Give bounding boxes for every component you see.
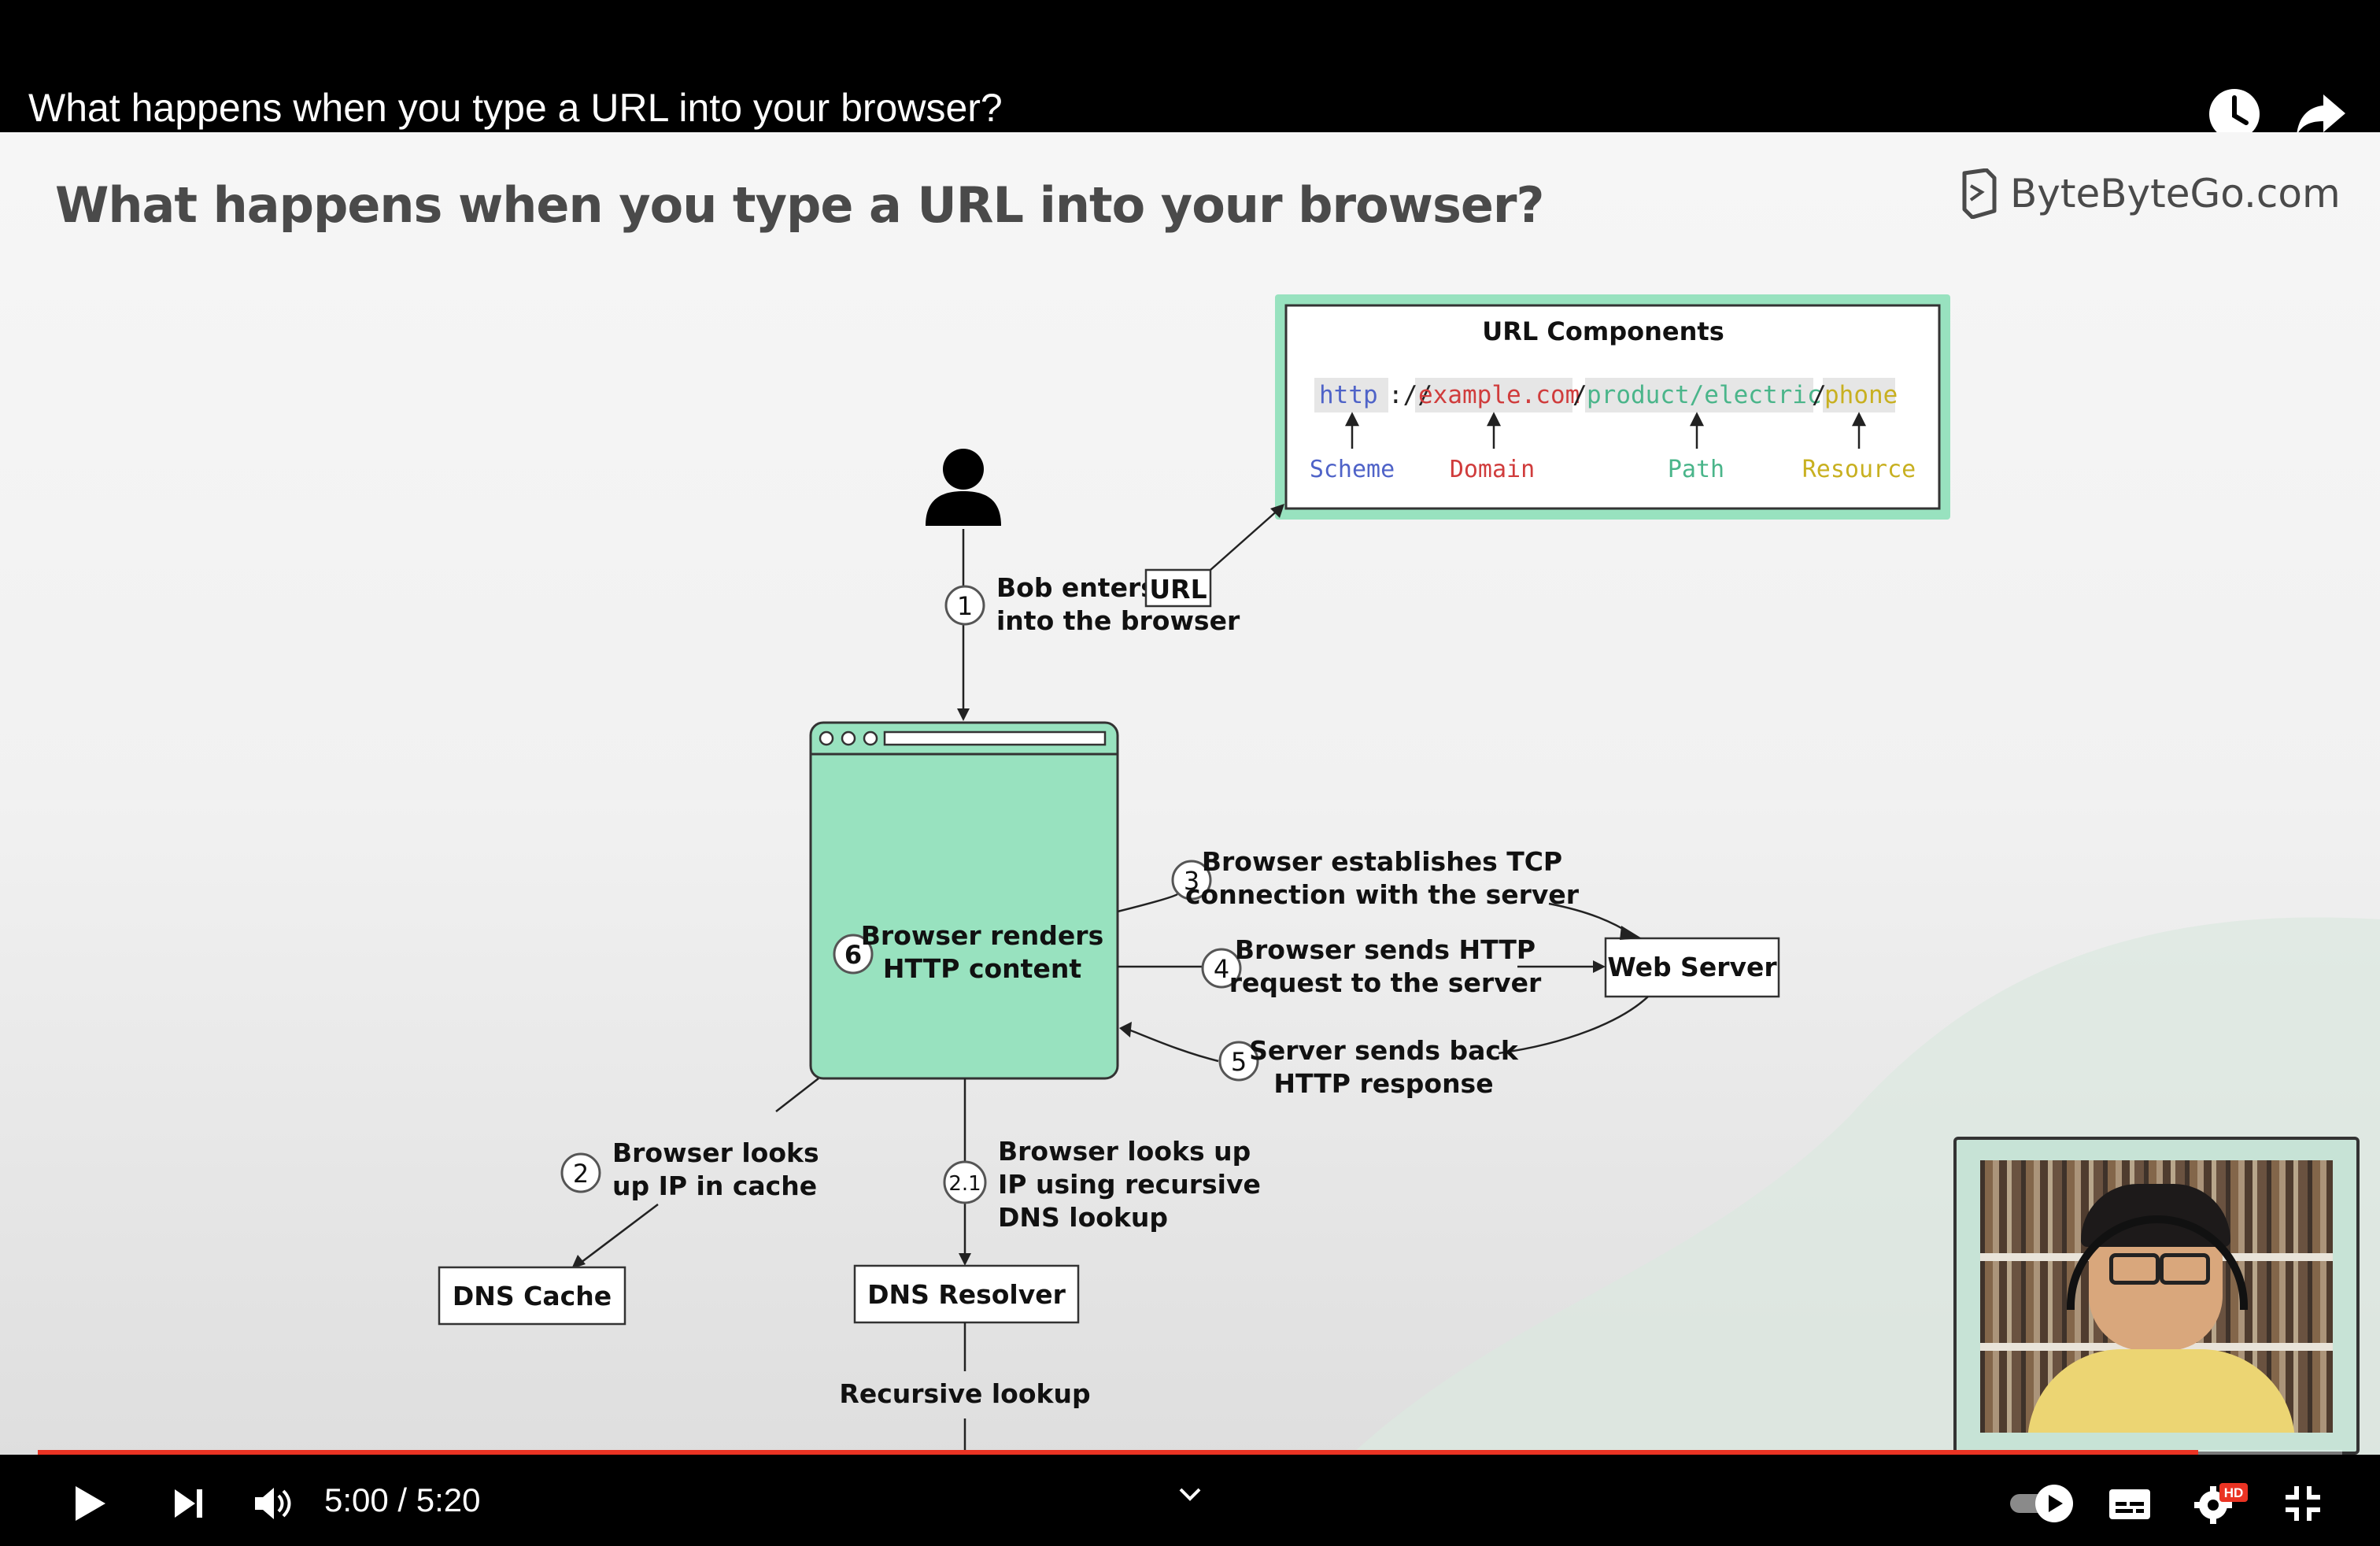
- captions-icon[interactable]: [2108, 1486, 2152, 1524]
- autoplay-toggle[interactable]: [2007, 1483, 2079, 1527]
- step-3-label-line1: Browser establishes TCP: [1202, 846, 1562, 877]
- url-components-title: URL Components: [1482, 316, 1724, 346]
- url-components-box: URL Components http :// example.com / pr…: [1275, 294, 1950, 520]
- step-2-1-badge: 2.1: [948, 1172, 981, 1196]
- brand-icon: [1962, 168, 1997, 219]
- dns-cache-node: [438, 1266, 626, 1326]
- time-separator: /: [397, 1481, 408, 1518]
- volume-icon[interactable]: [252, 1485, 294, 1526]
- webcam-video: [1980, 1160, 2333, 1433]
- step-3-label-line2: connection with the server: [1185, 879, 1580, 910]
- progress-bar[interactable]: [38, 1450, 2342, 1458]
- share-icon[interactable]: [2293, 87, 2349, 142]
- url-separator-2: /: [1572, 381, 1587, 409]
- chevron-down-icon[interactable]: [1177, 1485, 1203, 1507]
- step-6-label-line2: HTTP content: [883, 953, 1081, 984]
- step-2-badge: 2: [573, 1159, 589, 1189]
- step-2-label-line1: Browser looks: [612, 1137, 819, 1168]
- step-2-1-label-line2: IP using recursive: [998, 1169, 1261, 1200]
- recursive-lookup-label: Recursive lookup: [839, 1378, 1090, 1409]
- web-server-node: [1604, 937, 1780, 998]
- step-3-badge: 3: [1184, 866, 1199, 896]
- time-total: 5:20: [416, 1481, 481, 1518]
- quality-badge: HD: [2224, 1485, 2244, 1500]
- web-server-label: Web Server: [1607, 952, 1777, 982]
- slide-title: What happens when you type a URL into yo…: [55, 176, 1544, 234]
- label-scheme: Scheme: [1310, 456, 1395, 483]
- brand-name: ByteByteGo.com: [2010, 171, 2341, 216]
- url-domain: example.com: [1418, 381, 1580, 409]
- video-frame[interactable]: URL Components http :// example.com / pr…: [0, 132, 2380, 1467]
- step-1-badge: 1: [944, 585, 985, 626]
- brand-logo: ByteByteGo.com: [1960, 168, 2341, 219]
- top-bar: What happens when you type a URL into yo…: [0, 0, 2380, 139]
- label-path: Path: [1668, 456, 1724, 483]
- step-2-label-line2: up IP in cache: [612, 1171, 817, 1201]
- url-path: product/electric: [1587, 381, 1822, 409]
- next-icon[interactable]: [172, 1486, 206, 1524]
- browser-window: 6 Browser renders HTTP content: [809, 721, 1119, 1080]
- step-5-label-line1: Server sends back: [1249, 1035, 1519, 1066]
- dns-resolver-label: DNS Resolver: [867, 1279, 1066, 1310]
- step-6-badge: 6: [844, 940, 862, 970]
- clock-icon[interactable]: [2207, 87, 2262, 142]
- webcam-overlay: [1953, 1137, 2360, 1455]
- user-icon: [926, 449, 1001, 526]
- time-current: 5:00: [324, 1481, 389, 1518]
- url-resource: phone: [1824, 381, 1898, 409]
- settings-icon[interactable]: HD: [2193, 1481, 2249, 1529]
- video-title[interactable]: What happens when you type a URL into yo…: [28, 86, 1003, 130]
- play-icon[interactable]: [71, 1483, 109, 1527]
- step-4-badge: 4: [1214, 954, 1229, 984]
- progress-fill: [38, 1450, 2198, 1458]
- dns-cache-label: DNS Cache: [453, 1281, 612, 1311]
- exit-fullscreen-icon[interactable]: [2284, 1485, 2322, 1526]
- url-separator-3: /: [1812, 381, 1827, 409]
- step-5-label-line2: HTTP response: [1273, 1068, 1493, 1099]
- step-1-url-chip: URL: [1149, 574, 1207, 605]
- step-5-badge: 5: [1231, 1047, 1247, 1077]
- step-4-label-line2: request to the server: [1229, 967, 1542, 998]
- step-1-label-line2: into the browser: [996, 605, 1240, 636]
- step-6-label-line1: Browser renders: [861, 920, 1103, 951]
- label-resource: Resource: [1802, 456, 1916, 483]
- svg-text:1: 1: [957, 591, 973, 621]
- dns-resolver-node: [853, 1264, 1080, 1324]
- step-2-1-label-line3: DNS lookup: [998, 1202, 1168, 1233]
- time-display: 5:00 / 5:20: [324, 1481, 481, 1519]
- url-scheme: http: [1319, 381, 1378, 409]
- url-separator-1: ://: [1388, 381, 1432, 409]
- step-2-1-label-line1: Browser looks up: [998, 1136, 1251, 1167]
- step-4-label-line1: Browser sends HTTP: [1235, 934, 1536, 965]
- label-domain: Domain: [1450, 456, 1535, 483]
